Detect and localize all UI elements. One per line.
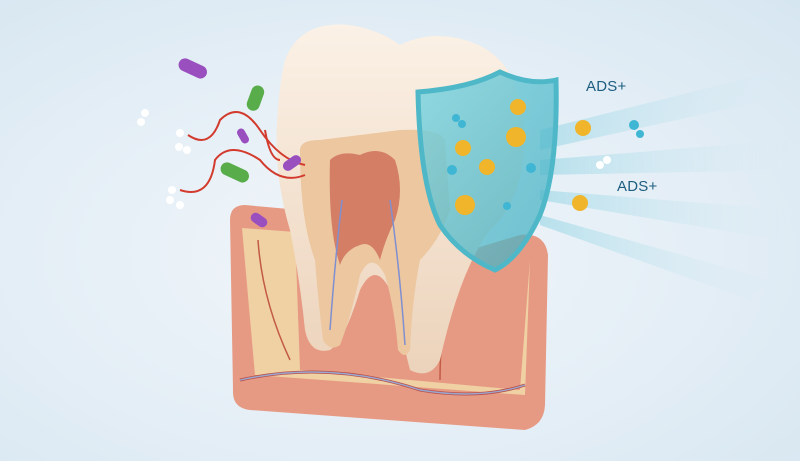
light-beams: [540, 70, 790, 300]
white-particles: [137, 109, 611, 209]
ads-plus-label-top: ADS+: [586, 78, 627, 95]
nerve-lines: [179, 111, 306, 193]
bacteria: [178, 58, 302, 228]
virus-particles: [455, 99, 591, 215]
molecule-particles: [447, 114, 644, 210]
ads-plus-label-bottom: ADS+: [617, 178, 658, 195]
